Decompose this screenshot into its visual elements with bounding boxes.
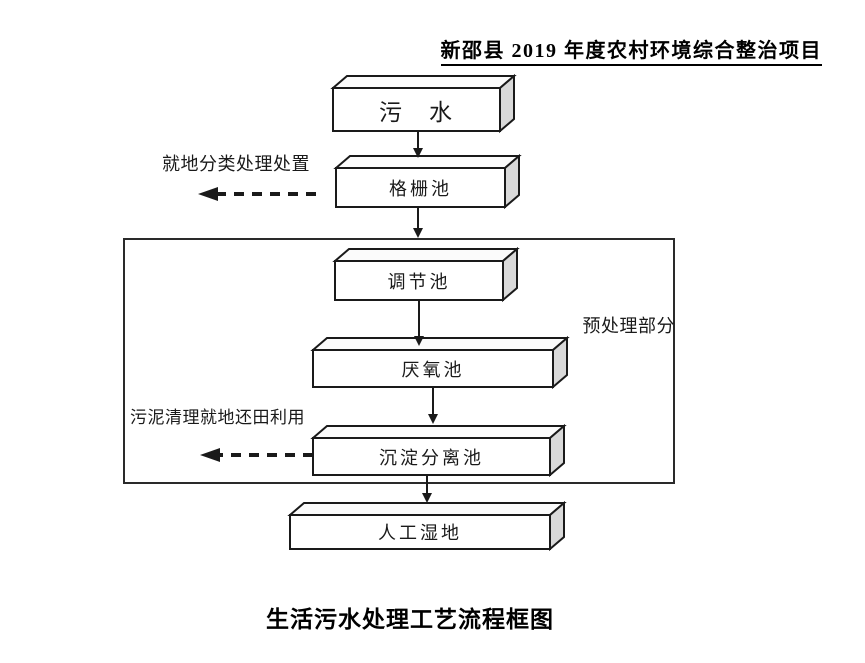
dashed-left-arrow-icon [198, 187, 316, 201]
node-label-sedimentation-separation-pool: 沉淀分离池 [379, 447, 484, 468]
node-label-regulating-pool: 调节池 [387, 271, 451, 292]
down-arrow-icon [413, 207, 423, 238]
down-arrow-icon [414, 300, 424, 346]
pretreatment-group-box [123, 238, 675, 484]
diagram-caption: 生活污水处理工艺流程框图 [266, 606, 554, 632]
node-label-anaerobic-pool: 厌氧池 [401, 359, 465, 380]
document-header-title: 新邵县 2019 年度农村环境综合整治项目 [440, 34, 822, 66]
down-arrow-icon [428, 387, 438, 424]
branch-annotation-sludge-reuse: 污泥清理就地还田利用 [130, 408, 305, 427]
node-box-grid-pool [333, 153, 522, 210]
node-label-constructed-wetland: 人工湿地 [378, 523, 462, 543]
down-arrow-icon [422, 475, 432, 503]
dashed-left-arrow-icon [200, 448, 313, 462]
node-box-constructed-wetland [287, 500, 567, 552]
node-box-anaerobic-pool [310, 335, 570, 390]
down-arrow-icon [413, 131, 423, 158]
node-box-regulating-pool [332, 246, 520, 303]
node-label-grid-pool: 格栅池 [389, 178, 452, 199]
branch-annotation-onsite-disposal: 就地分类处理处置 [162, 154, 310, 174]
node-label-sewage: 污 水 [379, 98, 454, 125]
pretreatment-group-label: 预处理部分 [582, 316, 675, 336]
node-box-sewage [330, 73, 517, 134]
node-box-sedimentation-separation-pool [310, 423, 567, 478]
